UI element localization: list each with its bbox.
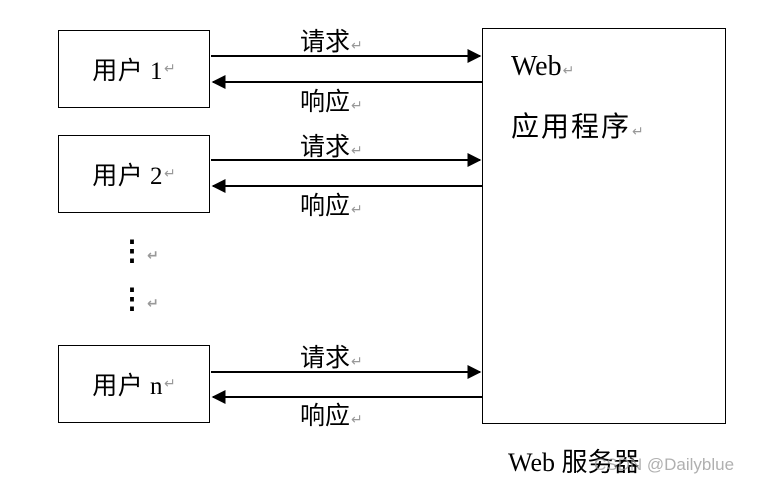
ellipsis-1: ⋮↵: [118, 236, 159, 267]
server-caption: Web 服务器: [508, 448, 640, 477]
user-box-1: 用户 1↵: [58, 30, 210, 108]
user-label-n: 用户 n: [92, 373, 164, 400]
user-box-2: 用户 2↵: [58, 135, 210, 213]
request-label-1: 请求↵: [300, 29, 363, 56]
return-mark-icon: ↵: [147, 296, 159, 312]
response-label-1: 响应↵: [300, 89, 363, 116]
user-box-n: 用户 n↵: [58, 345, 210, 423]
server-title: Web↵: [511, 51, 575, 82]
user-label-2: 用户 2: [92, 163, 164, 190]
return-mark-icon: ↵: [164, 61, 176, 77]
request-label-n: 请求↵: [300, 345, 363, 372]
web-server-box: Web↵ 应用程序↵: [482, 28, 726, 424]
return-mark-icon: ↵: [164, 376, 176, 392]
response-label-2: 响应↵: [300, 193, 363, 220]
return-mark-icon: ↵: [147, 248, 159, 264]
return-mark-icon: ↵: [164, 166, 176, 182]
request-label-2: 请求↵: [300, 134, 363, 161]
watermark: CSDN @Dailyblue: [594, 455, 735, 474]
response-label-n: 响应↵: [300, 403, 363, 430]
server-subtitle: 应用程序↵: [511, 112, 646, 143]
user-label-1: 用户 1: [92, 58, 164, 85]
ellipsis-2: ⋮↵: [118, 284, 159, 315]
